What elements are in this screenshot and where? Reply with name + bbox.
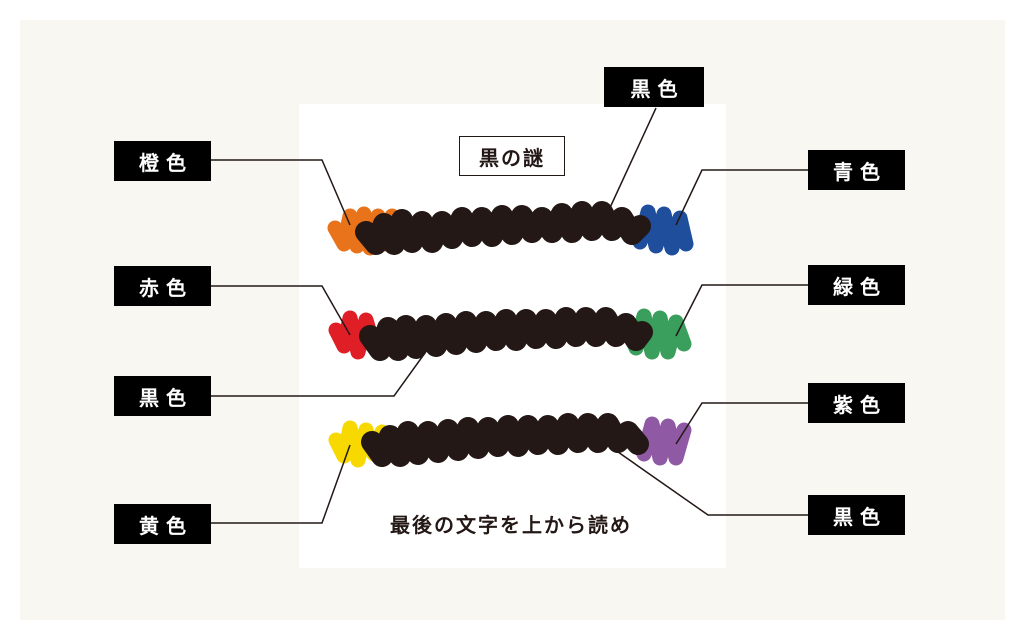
black-scribble-bottom [361, 413, 649, 467]
puzzle-title: 黒の謎 [459, 136, 565, 176]
instruction-text: 最後の文字を上から読め [390, 512, 632, 537]
label-orange: 橙色 [114, 141, 211, 181]
leader-yellow [211, 444, 351, 524]
purple-scribble [628, 416, 692, 466]
black-scribble-middle [359, 307, 653, 361]
label-black-top: 黒色 [604, 67, 704, 107]
label-red: 赤色 [114, 266, 211, 306]
label-black-mid-left: 黒色 [114, 376, 211, 416]
leader-black-top [601, 107, 657, 226]
leader-black-mid [211, 345, 431, 397]
leader-red [211, 285, 351, 336]
label-purple: 紫色 [808, 383, 905, 423]
label-yellow: 黄色 [114, 504, 211, 544]
leader-purple [675, 402, 808, 445]
leader-orange [211, 159, 351, 226]
leader-green [675, 284, 808, 337]
label-blue: 青色 [808, 150, 905, 190]
label-black-bottom-right: 黒色 [808, 495, 905, 535]
leader-lines [211, 107, 808, 524]
leader-blue [675, 169, 808, 226]
label-green: 緑色 [808, 265, 905, 305]
black-scribble-top [355, 201, 651, 255]
red-scribble [328, 310, 380, 360]
leader-black-bottom [607, 444, 808, 516]
